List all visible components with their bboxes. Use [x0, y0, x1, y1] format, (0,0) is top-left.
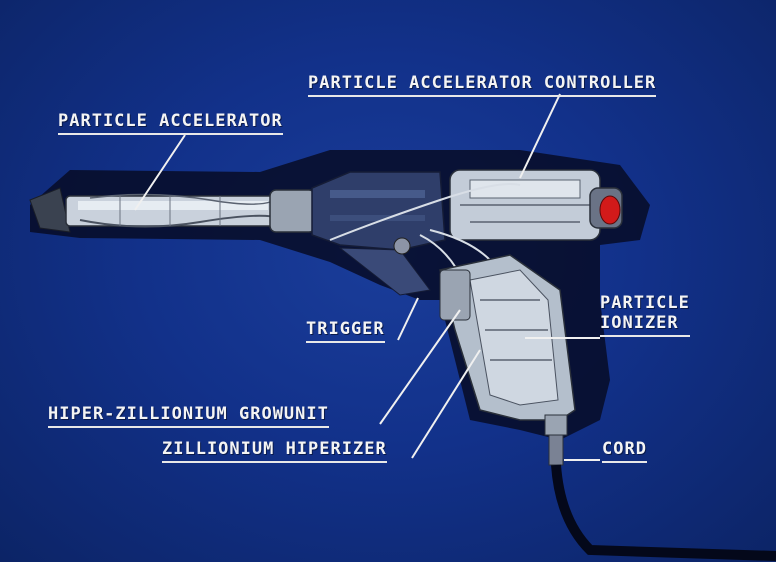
cord-part — [544, 414, 776, 561]
leader-trigger — [397, 297, 419, 341]
leader-growunit — [379, 309, 461, 425]
label-trigger: TRIGGER — [306, 320, 385, 343]
label-particle-ionizer-line1: PARTICLE — [600, 293, 690, 313]
label-particle-accelerator-controller: PARTICLE ACCELERATOR CONTROLLER — [308, 74, 657, 97]
leader-hiperizer — [411, 349, 481, 459]
label-particle-accelerator: PARTICLE ACCELERATOR — [58, 112, 283, 135]
receiver-body — [311, 171, 446, 296]
particle-ionizer-part — [439, 254, 576, 421]
label-zillionium-hiperizer: ZILLIONIUM HIPERIZER — [162, 440, 387, 463]
label-hiper-zillionium-growunit: HIPER-ZILLIONIUM GROWUNIT — [48, 405, 329, 428]
particle-accelerator-controller-part — [449, 169, 623, 241]
leader-controller — [519, 93, 561, 179]
leader-particle-accelerator — [134, 134, 186, 211]
particle-accelerator-part — [29, 187, 316, 233]
label-cord: CORD — [602, 440, 647, 463]
label-particle-ionizer: PARTICLE IONIZER — [600, 294, 690, 337]
label-particle-ionizer-line2: IONIZER — [600, 312, 690, 337]
leader-lines — [134, 93, 600, 461]
